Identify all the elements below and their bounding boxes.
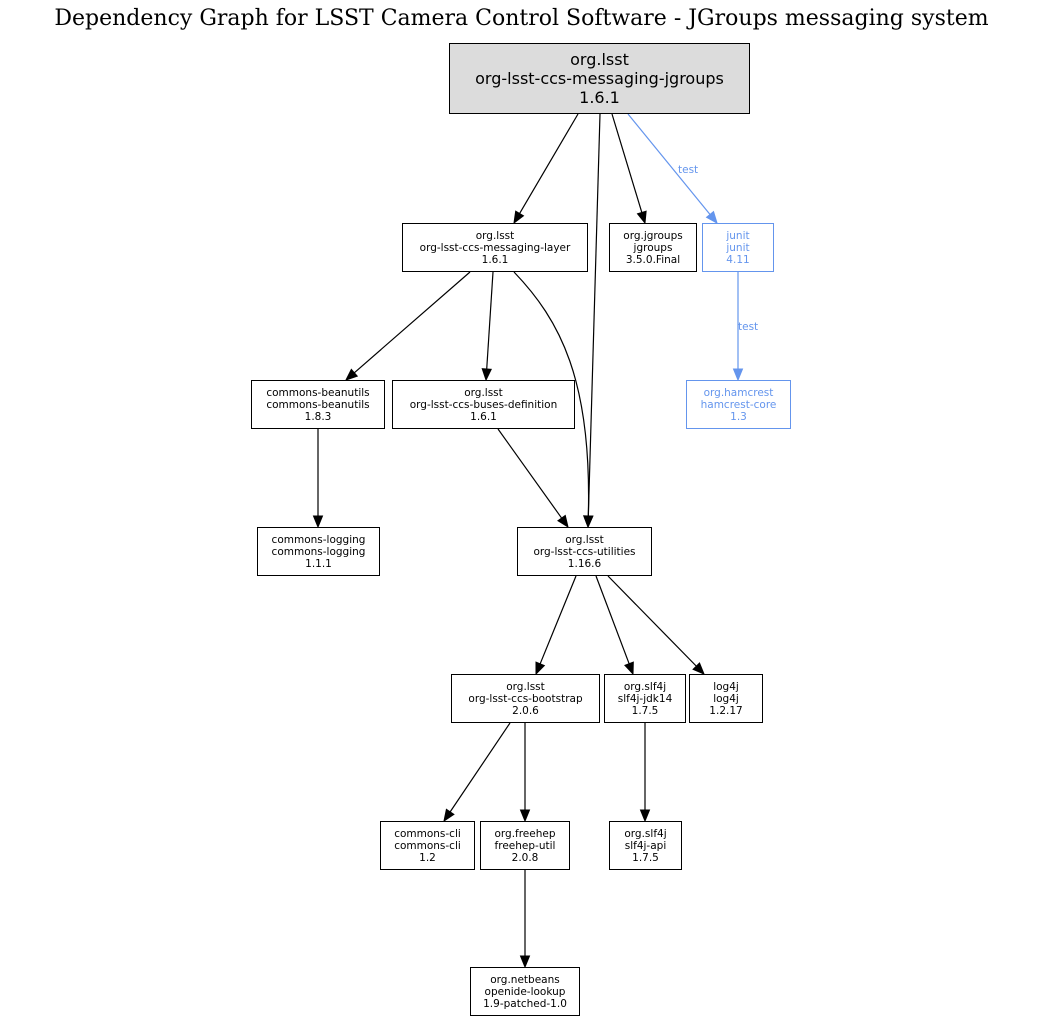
node-artifact: org-lsst-ccs-messaging-jgroups (475, 69, 724, 88)
node-version: 2.0.8 (511, 851, 539, 864)
edge-utilities-to-slf4j-jdk14-arrowhead (624, 661, 634, 676)
node-version: 1.6.1 (481, 253, 509, 266)
node-group: commons-cli (394, 827, 461, 840)
node-group: org.lsst (464, 386, 503, 399)
node-artifact: slf4j-api (624, 839, 667, 852)
node-artifact: commons-cli (394, 839, 461, 852)
edge-buses-definition-to-utilities-arrowhead (557, 514, 569, 529)
edge-messaging-layer-to-utilities (513, 271, 590, 517)
edge-slf4j-jdk14-to-slf4j-api-arrowhead (639, 809, 651, 823)
edge-utilities-to-log4j (607, 575, 697, 667)
node-version: 1.3 (730, 410, 747, 423)
edge-utilities-to-slf4j-jdk14 (595, 575, 630, 664)
node-version: 1.7.5 (632, 851, 659, 864)
edge-messaging-layer-to-buses-definition (486, 271, 494, 370)
node-version: 4.11 (726, 253, 750, 266)
edge-root-to-jgroups (611, 113, 643, 213)
edge-beanutils-to-logging-arrowhead (312, 515, 324, 529)
node-artifact: commons-beanutils (266, 398, 370, 411)
node-version: 1.9-patched-1.0 (483, 997, 567, 1010)
edge-bootstrap-to-freehep-util-arrowhead (519, 809, 531, 823)
edge-bootstrap-to-commons-cli (449, 722, 511, 813)
node-artifact: log4j (713, 692, 739, 705)
node-artifact: commons-logging (271, 545, 366, 558)
edge-group (312, 113, 744, 969)
node-version: 1.6.1 (579, 88, 620, 107)
edge-junit-to-hamcrest-arrowhead (732, 368, 744, 382)
node-version: 2.0.6 (512, 704, 539, 717)
node-artifact: org-lsst-ccs-messaging-layer (419, 241, 571, 254)
edge-root-to-utilities (587, 113, 601, 517)
edge-utilities-to-bootstrap (539, 575, 577, 665)
node-version: 1.6.1 (470, 410, 497, 423)
node-group: org.netbeans (490, 973, 560, 986)
node-group: org.slf4j (623, 680, 667, 693)
node-artifact: jgroups (633, 241, 673, 254)
edge-junit-to-hamcrest-label: test (738, 321, 759, 333)
node-group: org.lsst (506, 680, 545, 693)
node-group: org.lsst (570, 50, 629, 69)
node-group: org.lsst (565, 533, 604, 546)
node-group: junit (726, 229, 750, 242)
node-artifact: hamcrest-core (700, 398, 777, 411)
edge-buses-definition-to-utilities (497, 428, 563, 519)
node-group: org.freehep (494, 827, 556, 840)
node-artifact: org-lsst-ccs-utilities (533, 545, 636, 558)
node-artifact: openide-lookup (484, 985, 566, 998)
node-group: commons-logging (271, 533, 366, 546)
node-version: 1.8.3 (304, 410, 332, 423)
edge-bootstrap-to-commons-cli-arrowhead (443, 808, 455, 823)
edge-messaging-layer-to-utilities-arrowhead (583, 515, 594, 529)
edge-messaging-layer-to-buses-definition-arrowhead (481, 368, 492, 382)
edge-root-to-jgroups-arrowhead (636, 210, 647, 225)
edge-root-to-messaging-layer-arrowhead (513, 210, 525, 225)
node-version: 1.16.6 (567, 557, 602, 570)
node-version: 1.2 (419, 851, 436, 864)
edge-utilities-to-bootstrap-arrowhead (535, 661, 546, 676)
node-version: 1.7.5 (631, 704, 659, 717)
edge-messaging-layer-to-beanutils (353, 271, 471, 374)
node-artifact: org-lsst-ccs-bootstrap (468, 692, 583, 705)
edge-root-to-junit (627, 113, 711, 215)
node-version: 3.5.0.Final (625, 253, 681, 266)
node-artifact: slf4j-jdk14 (617, 692, 673, 705)
node-group: org.hamcrest (703, 386, 774, 399)
edge-messaging-layer-to-beanutils-arrowhead (345, 368, 359, 381)
node-group: log4j (713, 680, 739, 693)
node-group: org.lsst (475, 229, 515, 242)
edge-root-to-junit-label: test (678, 164, 699, 176)
edge-root-to-messaging-layer (519, 113, 579, 214)
node-artifact: junit (726, 241, 750, 254)
node-group: commons-beanutils (266, 386, 370, 399)
node-artifact: freehep-util (494, 839, 556, 852)
node-artifact: org-lsst-ccs-buses-definition (409, 398, 558, 411)
graph-title: Dependency Graph for LSST Camera Control… (54, 6, 989, 31)
edge-utilities-to-log4j-arrowhead (692, 662, 705, 675)
edge-freehep-util-to-openide-lookup-arrowhead (519, 955, 531, 969)
node-version: 1.2.17 (709, 704, 743, 717)
node-group: org.jgroups (623, 229, 683, 242)
node-version: 1.1.1 (305, 557, 332, 570)
edge-root-to-junit-arrowhead (705, 210, 718, 225)
node-group: org.slf4j (624, 827, 667, 840)
